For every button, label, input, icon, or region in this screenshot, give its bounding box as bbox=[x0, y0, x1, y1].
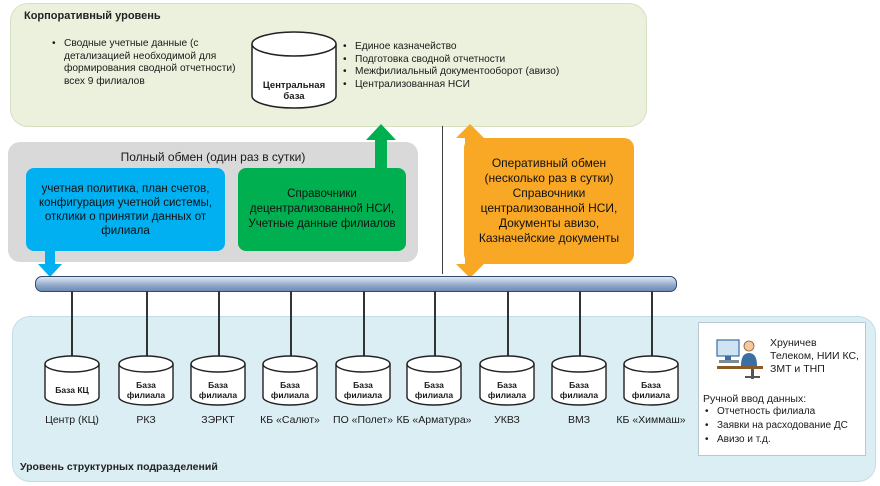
full-exchange-title: Полный обмен (один раз в сутки) bbox=[120, 150, 306, 164]
database-icon bbox=[551, 355, 607, 406]
person-at-computer-icon bbox=[716, 339, 763, 379]
downstream-text: учетная политика, план счетов, конфигура… bbox=[38, 182, 213, 237]
bus-connector bbox=[579, 291, 581, 358]
operative-exchange-frequency: (несколько раз в сутки) bbox=[484, 171, 614, 185]
database-caption: КБ «Химмаш» bbox=[616, 414, 686, 426]
database-caption: Центр (КЦ) bbox=[45, 414, 99, 426]
full-exchange-upstream-box: Справочники децентрализованной НСИ, Учет… bbox=[238, 168, 406, 251]
operative-exchange-title: Оперативный обмен bbox=[491, 156, 607, 170]
database-icon bbox=[190, 355, 246, 406]
blue-down-arrow-icon bbox=[38, 250, 62, 277]
data-bus bbox=[35, 276, 677, 292]
list-item: Централизованная НСИ bbox=[343, 79, 603, 92]
corporate-level-title: Корпоративный уровень bbox=[24, 10, 161, 22]
operative-exchange-line: Справочники bbox=[512, 186, 586, 200]
database-label: База филиала bbox=[414, 380, 454, 400]
database-icon bbox=[44, 355, 100, 406]
database-caption: ВМЗ bbox=[567, 414, 591, 426]
operative-exchange-line: Казначейские документы bbox=[478, 231, 620, 245]
central-database-icon bbox=[251, 31, 337, 109]
bus-connector bbox=[71, 291, 73, 358]
bus-connector bbox=[363, 291, 365, 358]
list-item: Межфилиальный документооборот (авизо) bbox=[343, 66, 603, 79]
database-icon bbox=[262, 355, 318, 406]
operative-exchange-box: Оперативный обмен (несколько раз в сутки… bbox=[464, 138, 634, 264]
structural-units-title: Уровень структурных подразделений bbox=[20, 461, 218, 473]
bus-connector bbox=[146, 291, 148, 358]
database-label: База филиала bbox=[270, 380, 310, 400]
central-database-label: Центральная база bbox=[262, 80, 326, 102]
database-icon bbox=[118, 355, 174, 406]
green-up-arrow-icon bbox=[366, 124, 396, 170]
corporate-left-list: Сводные учетные данные (с детализацией н… bbox=[52, 38, 242, 88]
database-label: База филиала bbox=[198, 380, 238, 400]
full-exchange-downstream-box: учетная политика, план счетов, конфигура… bbox=[26, 168, 225, 251]
corporate-right-list: Единое казначейство Подготовка сводной о… bbox=[343, 41, 603, 91]
database-label: База КЦ bbox=[55, 385, 89, 395]
database-icon bbox=[623, 355, 679, 406]
bus-connector bbox=[434, 291, 436, 358]
database-caption: КБ «Салют» bbox=[260, 414, 320, 426]
separator-line bbox=[442, 126, 443, 274]
database-caption: ЗЭРКТ bbox=[201, 414, 235, 426]
manual-input-orgs: Хруничев Телеком, НИИ КС, ЗМТ и ТНП bbox=[770, 337, 859, 375]
operative-exchange-line: Документы авизо, bbox=[498, 216, 600, 230]
database-icon bbox=[479, 355, 535, 406]
database-label: База филиала bbox=[126, 380, 166, 400]
list-item: Сводные учетные данные (с детализацией н… bbox=[52, 38, 242, 88]
bus-connector bbox=[218, 291, 220, 358]
database-label: База филиала bbox=[487, 380, 527, 400]
upstream-text: Справочники децентрализованной НСИ, Учет… bbox=[248, 188, 396, 230]
manual-input-list: Отчетность филиала Заявки на расходовани… bbox=[705, 405, 863, 447]
database-caption: УКВЗ bbox=[494, 414, 520, 426]
list-item: Отчетность филиала bbox=[705, 405, 863, 419]
database-label: База филиала bbox=[631, 380, 671, 400]
operative-exchange-line: централизованной НСИ, bbox=[480, 201, 618, 215]
database-icon bbox=[406, 355, 462, 406]
list-item: Авизо и т.д. bbox=[705, 433, 863, 447]
bus-connector bbox=[651, 291, 653, 358]
bus-connector bbox=[290, 291, 292, 358]
database-caption: КБ «Арматура» bbox=[396, 414, 472, 426]
bus-connector bbox=[507, 291, 509, 358]
database-icon bbox=[335, 355, 391, 406]
list-item: Единое казначейство bbox=[343, 41, 603, 54]
manual-input-heading: Ручной ввод данных: bbox=[703, 393, 807, 405]
database-caption: РКЗ bbox=[136, 414, 156, 426]
list-item: Заявки на расходование ДС bbox=[705, 419, 863, 433]
database-caption: ПО «Полет» bbox=[333, 414, 393, 426]
database-label: База филиала bbox=[343, 380, 383, 400]
list-item: Подготовка сводной отчетности bbox=[343, 54, 603, 67]
database-label: База филиала bbox=[559, 380, 599, 400]
